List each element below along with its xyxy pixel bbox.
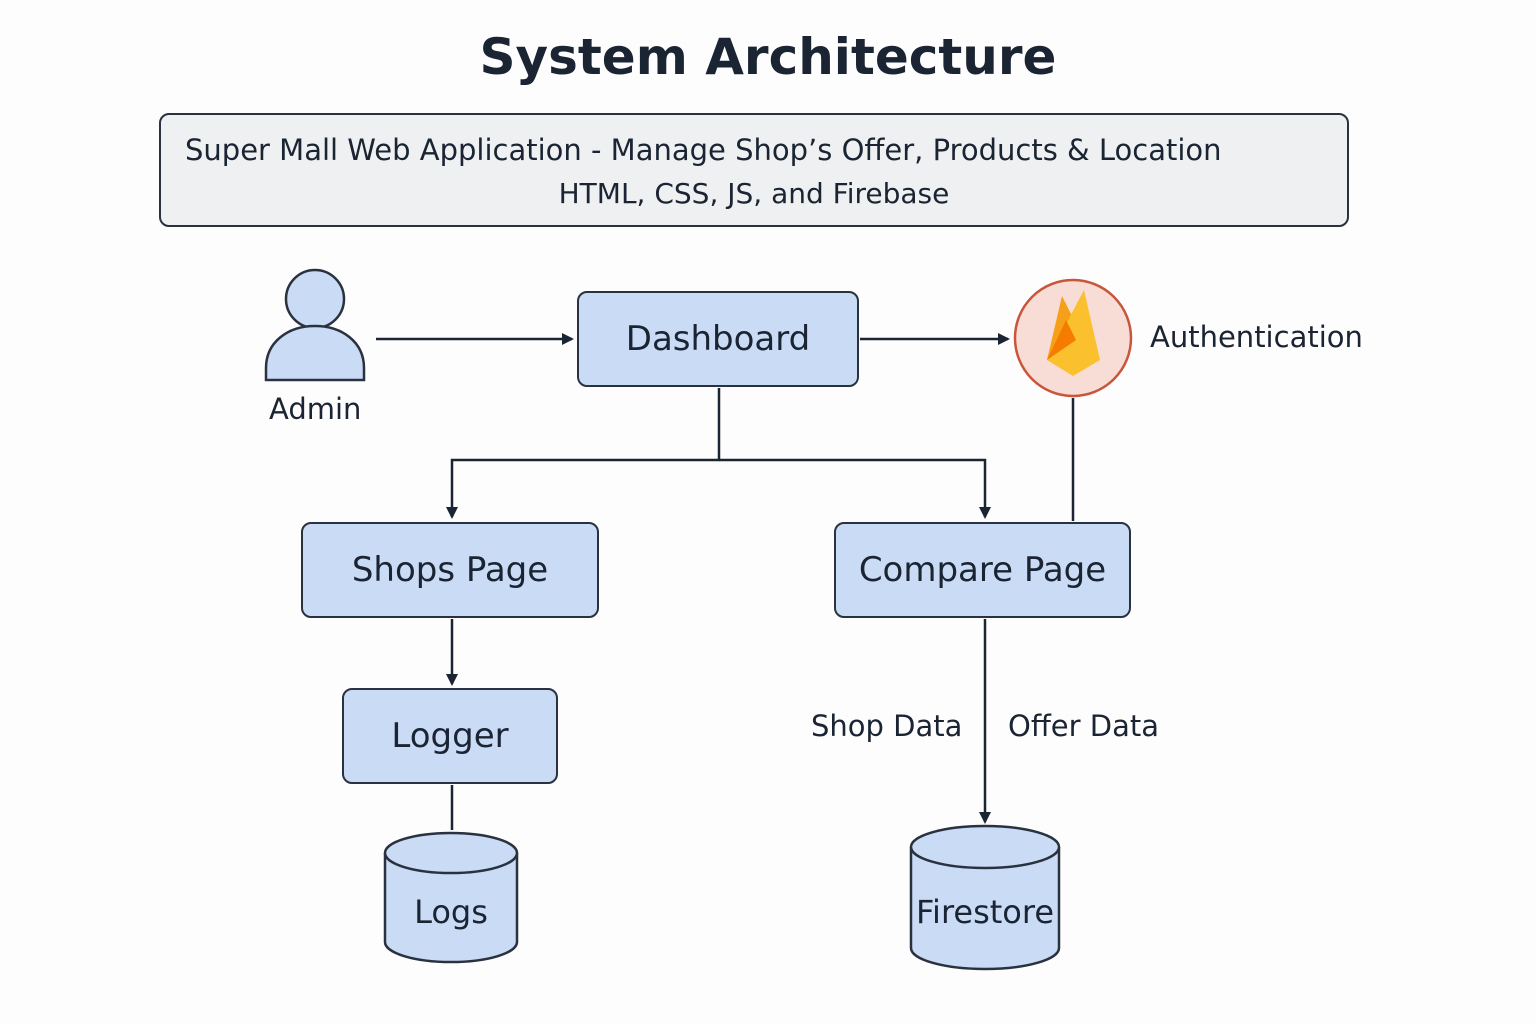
authentication-label: Authentication [1150,320,1363,354]
compare-page-node: Compare Page [834,522,1131,618]
edge-dashboard-compare [719,458,991,519]
admin-label: Admin [269,392,362,426]
header-banner: Super Mall Web Application - Manage Shop… [159,113,1349,227]
edge-dashboard-split [446,388,721,519]
logs-cylinder-shape [383,831,519,964]
user-icon [264,268,366,382]
firestore-cylinder-shape [909,824,1061,971]
dashboard-node: Dashboard [577,291,859,387]
banner-tech-stack: HTML, CSS, JS, and Firebase [558,177,950,210]
offer-data-label: Offer Data [1008,709,1160,743]
firestore-label: Firestore [915,893,1055,931]
firebase-icon [1013,278,1133,398]
shops-page-node: Shops Page [301,522,599,618]
page-title: System Architecture [479,28,1057,86]
logger-node: Logger [342,688,558,784]
logs-label: Logs [414,893,488,931]
shop-data-label: Shop Data [811,709,963,743]
banner-heading: Super Mall Web Application - Manage Shop… [185,133,1222,167]
